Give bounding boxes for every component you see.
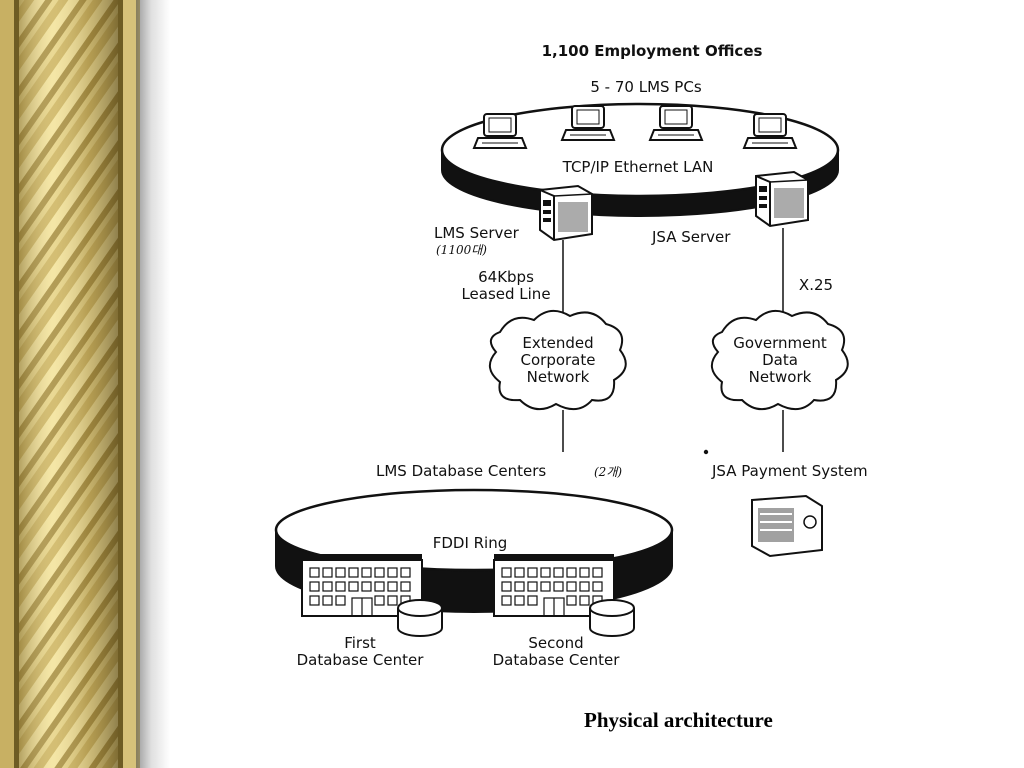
slide-caption: Physical architecture [584, 708, 773, 732]
decorative-border [0, 0, 140, 768]
jsa-server-label: JSA Server [651, 228, 731, 246]
lms-server-note: (1100대) [436, 243, 487, 257]
cloud-right-line-1: Government [733, 334, 827, 352]
first-center-label-2: Database Center [297, 651, 425, 669]
jsa-server-icon [755, 171, 809, 227]
cloud-left-line-3: Network [527, 368, 590, 386]
border-shadow [136, 0, 170, 768]
lan-label: TCP/IP Ethernet LAN [562, 158, 714, 176]
offices-title: 1,100 Employment Offices [542, 42, 763, 60]
cloud-right-line-3: Network [749, 368, 812, 386]
government-data-network-cloud [711, 309, 849, 411]
second-center-label-1: Second [528, 634, 583, 652]
link-speed-label: 64Kbps [478, 268, 534, 286]
first-center-label-1: First [344, 634, 376, 652]
stray-dot [703, 449, 709, 455]
second-center-label-2: Database Center [493, 651, 621, 669]
payment-system-label: JSA Payment System [711, 462, 868, 480]
network-links [562, 228, 784, 452]
lms-server-label: LMS Server [434, 224, 520, 242]
cloud-left-line-2: Corporate [521, 351, 596, 369]
fddi-ring-label: FDDI Ring [433, 534, 508, 552]
second-database-disk-icon [589, 599, 635, 637]
db-centers-note: (2개) [594, 465, 622, 479]
lms-pcs-label: 5 - 70 LMS PCs [590, 78, 701, 96]
extended-corporate-network-cloud [489, 309, 627, 411]
ethernet-lan-ring [440, 102, 840, 217]
leased-line-label: Leased Line [461, 285, 550, 303]
cloud-right-line-2: Data [762, 351, 798, 369]
jsa-payment-system-icon [751, 494, 823, 558]
first-database-disk-icon [397, 599, 443, 637]
lms-server-icon [539, 185, 593, 241]
x25-label: X.25 [799, 276, 833, 294]
db-centers-label: LMS Database Centers [376, 462, 546, 480]
cloud-left-line-1: Extended [522, 334, 593, 352]
